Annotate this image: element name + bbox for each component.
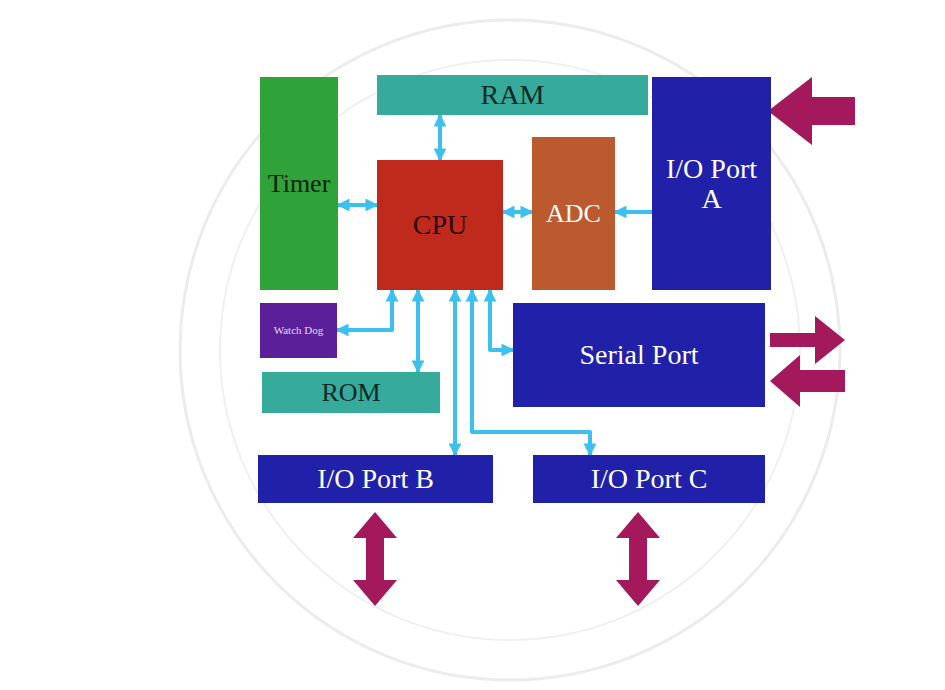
external-arrow (616, 512, 660, 606)
memory-block: RAM (377, 75, 648, 115)
external-arrow (770, 316, 845, 364)
external-arrow (353, 512, 397, 606)
block-label: Watch Dog (274, 325, 324, 337)
adc-block: ADC (532, 137, 615, 290)
bus-arrow (453, 290, 457, 455)
bus-arrow (337, 290, 392, 330)
memory-block: ROM (262, 372, 440, 413)
block-label: Serial Port (580, 340, 699, 369)
watermark-seal (220, 60, 800, 640)
bus-arrow (438, 115, 442, 160)
block-label: I/O Port C (591, 464, 708, 493)
timer-block: Timer (260, 77, 338, 290)
bus-arrow (416, 290, 420, 372)
block-label: RAM (481, 80, 545, 109)
block-label: ROM (321, 379, 380, 406)
block-label: I/O Port A (659, 154, 764, 213)
bus-arrow (490, 290, 513, 350)
cpu-block: CPU (377, 160, 503, 290)
port-block: I/O Port A (652, 77, 771, 290)
block-label: I/O Port B (317, 464, 434, 493)
bus-arrow (338, 203, 377, 207)
bus-arrow (503, 210, 532, 214)
serial-block: Serial Port (513, 303, 765, 407)
port-block: I/O Port C (533, 455, 765, 503)
block-label: CPU (413, 210, 467, 239)
watchdog-block: Watch Dog (260, 303, 337, 358)
watermark-seal (180, 20, 840, 680)
external-arrow (770, 355, 845, 407)
port-block: I/O Port B (258, 455, 493, 503)
bus-arrow (615, 210, 652, 214)
block-label: Timer (268, 170, 331, 197)
external-arrow (768, 77, 855, 145)
block-label: ADC (546, 200, 601, 227)
